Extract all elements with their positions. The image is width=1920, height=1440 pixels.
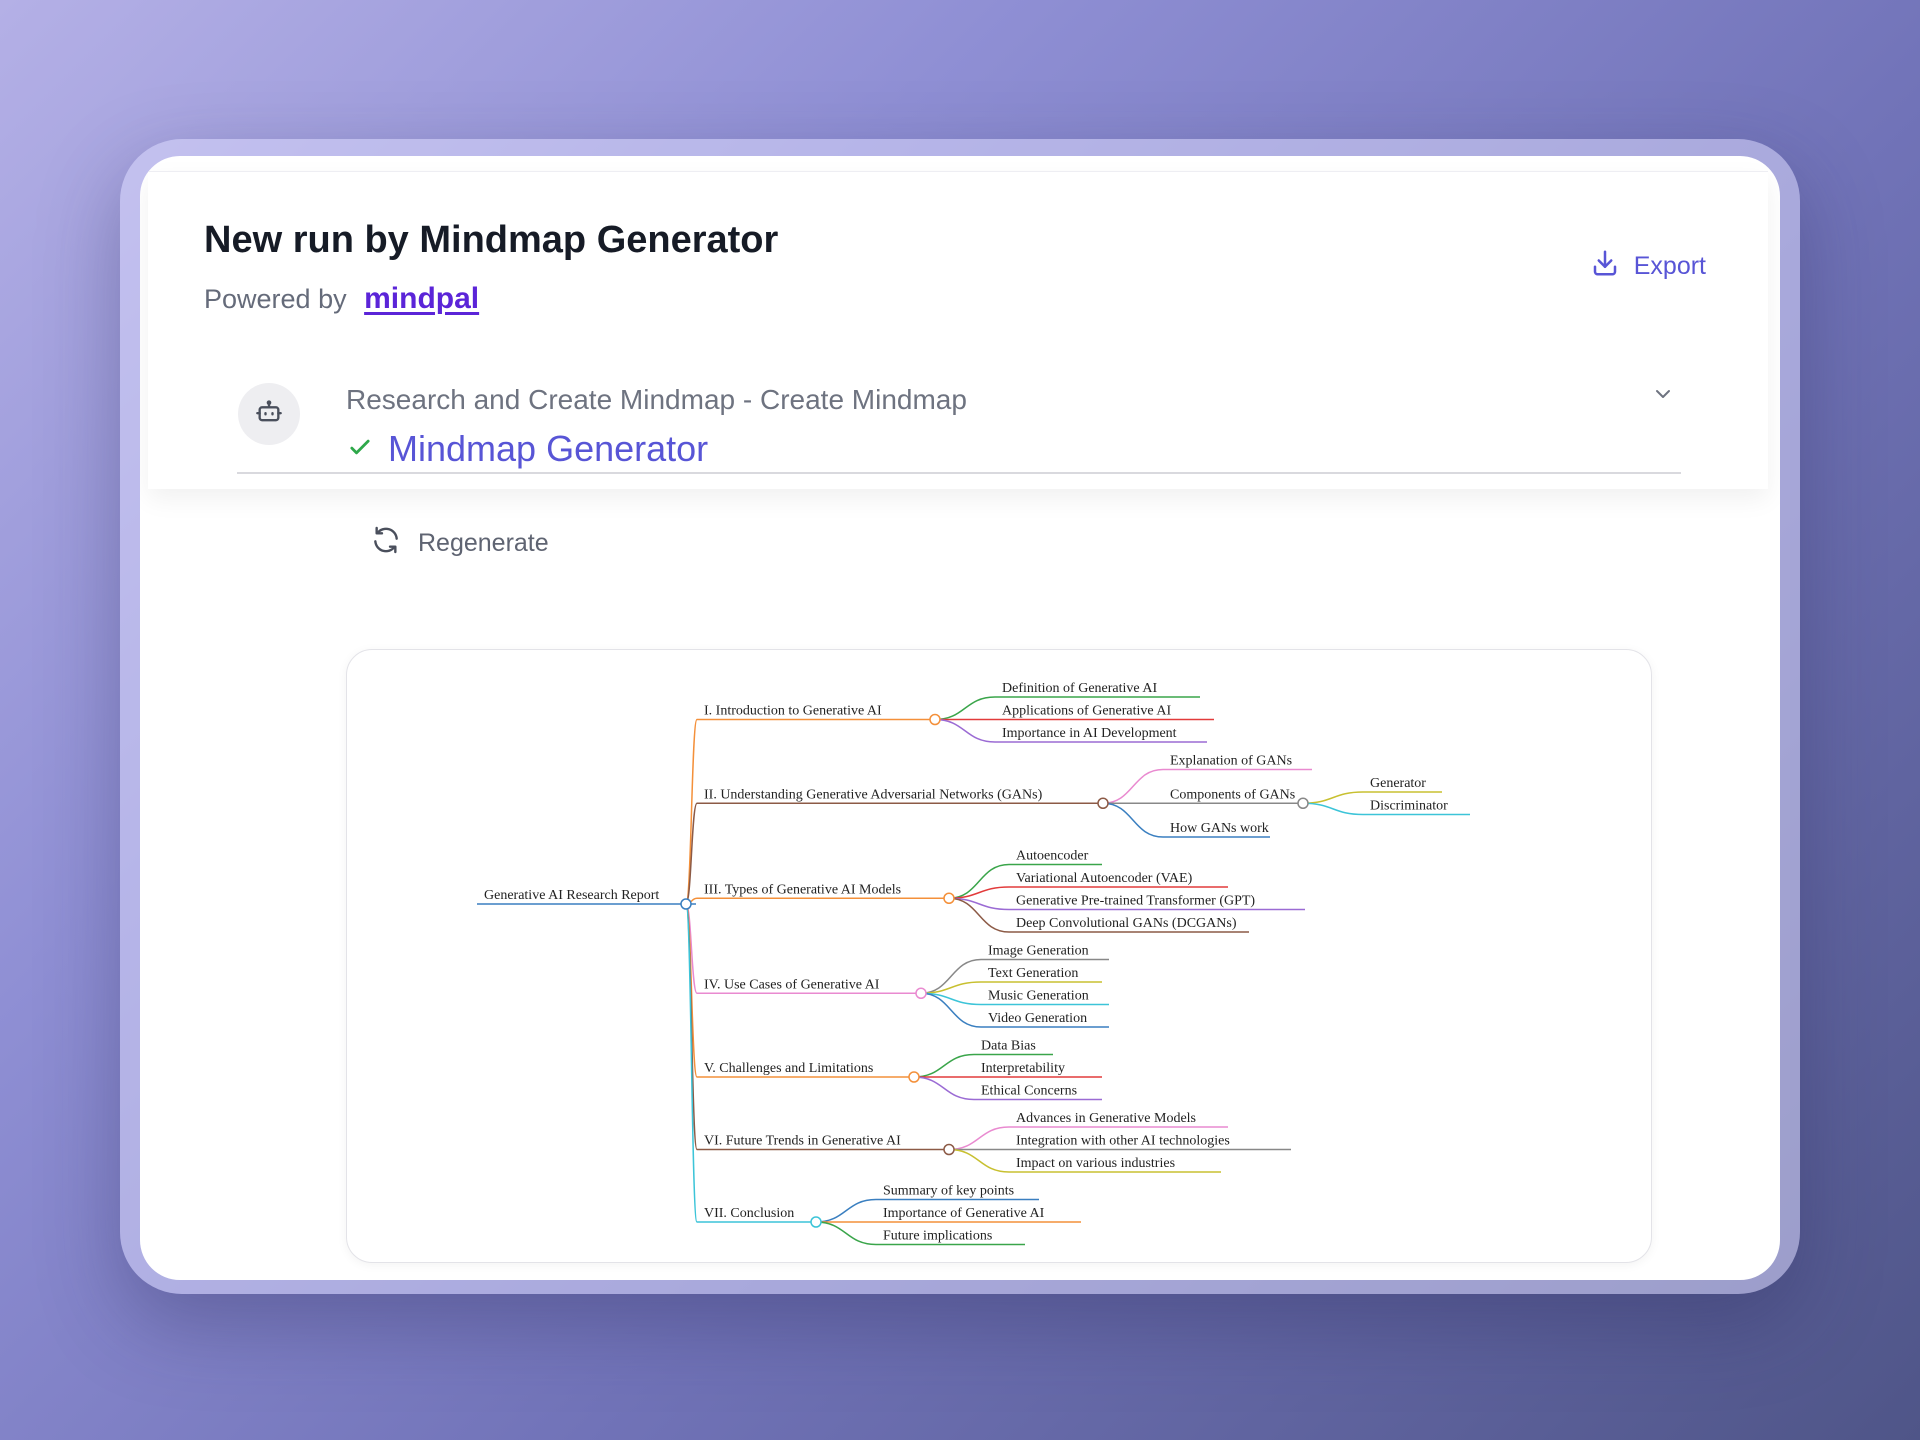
mindmap-child-label[interactable]: Explanation of GANs — [1170, 754, 1292, 769]
mindmap-edge — [913, 1053, 975, 1078]
mindmap-child-label[interactable]: Integration with other AI technologies — [1016, 1134, 1230, 1149]
refresh-icon — [370, 524, 402, 563]
mindmap-container[interactable]: Generative AI Research Report I. Introduc… — [346, 649, 1652, 1263]
run-header: New run by Mindmap Generator Powered by … — [148, 171, 1768, 489]
agent-status-row: Mindmap Generator — [346, 428, 708, 470]
mindmap-edge — [934, 718, 996, 743]
mindmap-node-toggle[interactable] — [1097, 797, 1109, 809]
mindmap-node-toggle[interactable] — [1297, 797, 1309, 809]
mindmap-node-toggle[interactable] — [810, 1216, 822, 1228]
mindmap-node-toggle[interactable] — [943, 892, 955, 904]
mindmap-child-label[interactable]: Video Generation — [988, 1011, 1087, 1026]
mindmap-node-toggle[interactable] — [929, 713, 941, 726]
mindmap-edge — [920, 992, 982, 1028]
mindmap-child-label[interactable]: Summary of key points — [883, 1184, 1014, 1199]
mindmap-child-label[interactable]: Importance of Generative AI — [883, 1206, 1045, 1221]
export-button[interactable]: Export — [1590, 248, 1706, 285]
mindmap-edge — [815, 1198, 877, 1223]
page-title: New run by Mindmap Generator — [204, 219, 779, 261]
mindmap-edge — [815, 1221, 877, 1246]
mindmap-child-label[interactable]: Variational Autoencoder (VAE) — [1016, 871, 1193, 886]
mindmap-grandchild-label[interactable]: Discriminator — [1370, 799, 1448, 814]
powered-by: Powered by mindpal — [204, 282, 479, 316]
mindmap-node-toggle[interactable] — [908, 1071, 920, 1083]
run-card: New run by Mindmap Generator Powered by … — [140, 156, 1780, 1280]
mindmap-child-label[interactable]: Advances in Generative Models — [1016, 1111, 1196, 1126]
mindmap-edge — [948, 1148, 1010, 1173]
mindmap-child-label[interactable]: Text Generation — [988, 966, 1078, 981]
mindmap-root-toggle[interactable] — [680, 898, 692, 910]
mindmap-child-label[interactable]: Data Bias — [981, 1039, 1036, 1054]
mindmap-edge — [685, 903, 698, 1223]
mindmap-child-label[interactable]: Future implications — [883, 1229, 992, 1244]
mindmap-edge — [948, 1126, 1010, 1151]
check-icon — [346, 433, 374, 466]
mindmap-child-label[interactable]: Components of GANs — [1170, 787, 1295, 802]
step-title: Research and Create Mindmap - Create Min… — [346, 384, 967, 415]
mindmap-edge — [685, 718, 698, 905]
brand-link[interactable]: mindpal — [364, 282, 480, 315]
mindmap-child-label[interactable]: Importance in AI Development — [1002, 726, 1177, 741]
mindmap-child-label[interactable]: Autoencoder — [1016, 849, 1089, 864]
agent-name[interactable]: Mindmap Generator — [388, 428, 709, 469]
mindmap-branch-label[interactable]: III. Types of Generative AI Models — [704, 882, 901, 897]
agent-avatar — [238, 383, 300, 445]
mindmap-branch-label[interactable]: II. Understanding Generative Adversarial… — [704, 787, 1043, 802]
export-label: Export — [1633, 252, 1706, 280]
mindmap-child-label[interactable]: Ethical Concerns — [981, 1084, 1077, 1099]
mindmap-branch-label[interactable]: V. Challenges and Limitations — [704, 1061, 873, 1076]
download-icon — [1590, 248, 1620, 285]
mindmap-branch-label[interactable]: VI. Future Trends in Generative AI — [704, 1134, 901, 1149]
mindmap-edge — [1302, 802, 1364, 816]
mindmap-branch-label[interactable]: IV. Use Cases of Generative AI — [704, 977, 880, 992]
mindmap-child-label[interactable]: Music Generation — [988, 989, 1089, 1004]
mindmap-branch-label[interactable]: VII. Conclusion — [704, 1206, 794, 1221]
mindmap-grandchild-label[interactable]: Generator — [1370, 776, 1426, 791]
powered-by-label: Powered by — [204, 284, 347, 314]
mindmap-child-label[interactable]: Deep Convolutional GANs (DCGANs) — [1016, 916, 1237, 931]
mindmap-edge — [1102, 802, 1164, 838]
mindmap-edge — [1102, 768, 1164, 804]
regenerate-button[interactable]: Regenerate — [370, 524, 549, 563]
mindmap-edge — [913, 1076, 975, 1101]
mindmap-edge — [934, 696, 996, 721]
mindmap-node-toggle[interactable] — [943, 1143, 955, 1156]
mindmap-edge — [1302, 791, 1364, 804]
mindmap-child-label[interactable]: Impact on various industries — [1016, 1156, 1175, 1171]
mindmap-root[interactable]: Generative AI Research Report — [484, 888, 659, 903]
mindmap-child-label[interactable]: Applications of Generative AI — [1002, 704, 1171, 719]
mindmap-branch-label[interactable]: I. Introduction to Generative AI — [704, 704, 882, 719]
robot-icon — [255, 398, 283, 431]
divider — [237, 472, 1681, 474]
mindmap-edge — [948, 897, 1010, 933]
regenerate-label: Regenerate — [418, 529, 549, 557]
chevron-down-icon[interactable] — [1651, 382, 1675, 411]
mindmap-child-label[interactable]: Interpretability — [981, 1061, 1065, 1076]
mindmap-canvas: Generative AI Research Report I. Introduc… — [477, 681, 1470, 1246]
mindmap-child-label[interactable]: Generative Pre-trained Transformer (GPT) — [1016, 894, 1255, 909]
mindmap-child-label[interactable]: How GANs work — [1170, 821, 1269, 836]
mindmap-child-label[interactable]: Image Generation — [988, 944, 1089, 959]
mindmap-node-toggle[interactable] — [915, 987, 927, 999]
mindmap-child-label[interactable]: Definition of Generative AI — [1002, 681, 1157, 696]
